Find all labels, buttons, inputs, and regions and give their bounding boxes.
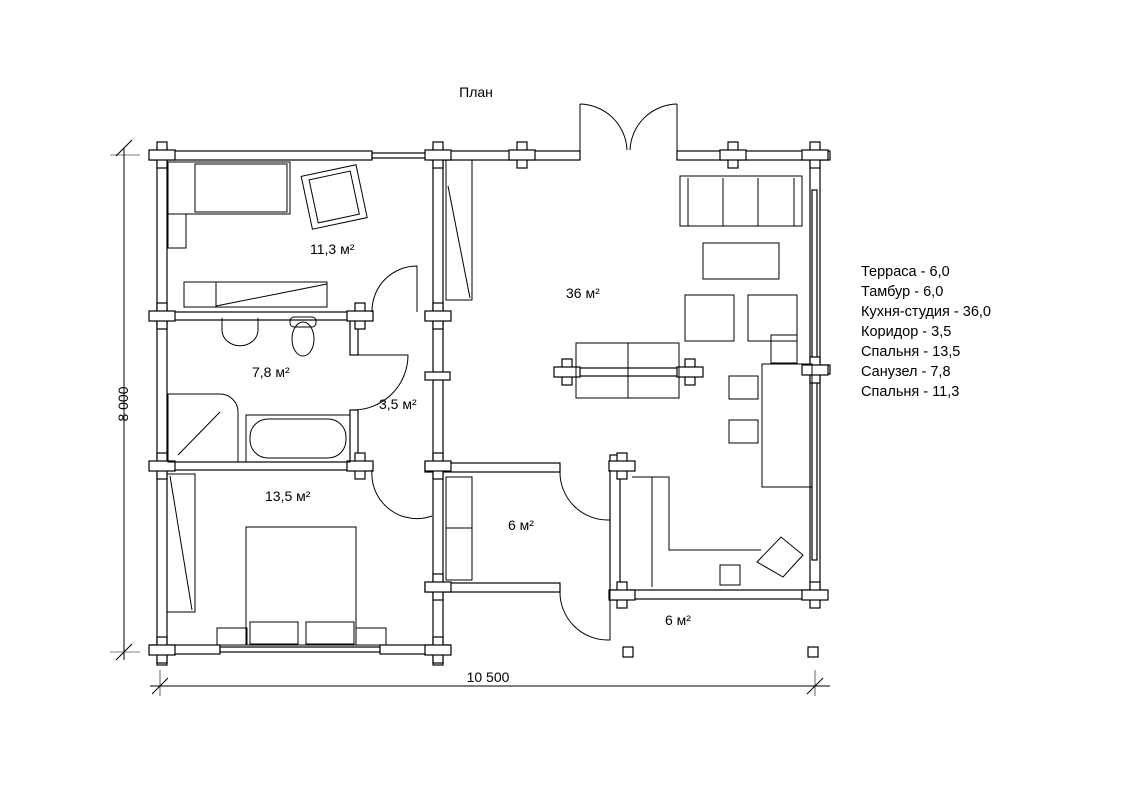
bathtub [245, 414, 351, 463]
log-joint [508, 149, 536, 161]
entrance-door[interactable] [559, 589, 611, 641]
log-joint [801, 589, 829, 601]
log-joint [801, 364, 829, 376]
room-area-vestibule: 6 м² [508, 517, 534, 533]
sofa [679, 175, 803, 227]
wall [156, 147, 168, 666]
wardrobe [183, 281, 328, 308]
room-legend: Терраса - 6,0 Тамбур - 6,0 Кухня-студия … [861, 262, 991, 402]
coffee-table [702, 242, 780, 280]
log-joint [148, 149, 176, 161]
wall [609, 589, 826, 600]
log-joint [424, 149, 452, 161]
log-joint [346, 310, 374, 322]
legend-item: Коридор - 3,5 [861, 324, 952, 340]
doors [351, 103, 678, 641]
terrace-double-door[interactable] [579, 103, 678, 159]
room-area-bathroom: 7,8 м² [252, 364, 290, 380]
terrace-post [807, 646, 819, 658]
vestibule-door[interactable] [559, 469, 611, 521]
plan-title: План [459, 84, 493, 100]
shower [167, 393, 239, 463]
nightstand [167, 213, 187, 249]
armchair [684, 294, 735, 342]
fireplace [756, 536, 804, 578]
wall [149, 311, 371, 321]
room-area-bedroom-small: 11,3 м² [310, 241, 355, 257]
log-joint [719, 149, 747, 161]
bedroom-door[interactable] [371, 265, 418, 313]
toilet [291, 321, 315, 357]
log-joint [148, 460, 176, 472]
log-joint [424, 644, 452, 656]
walls [148, 141, 831, 666]
log-joint [148, 310, 176, 322]
wall [429, 150, 581, 161]
sink [221, 318, 259, 347]
log-joint [608, 589, 636, 601]
bed-blanket [194, 163, 288, 213]
log-joint [801, 149, 829, 161]
armchair [300, 164, 368, 230]
log-joint [148, 644, 176, 656]
kitchen-counter [632, 476, 761, 587]
furniture [166, 159, 813, 646]
bathroom-door[interactable] [351, 354, 409, 411]
bedroom-large-door[interactable] [371, 469, 433, 520]
double-bed [245, 526, 357, 646]
log-joint [424, 310, 452, 322]
legend-item: Кухня-студия - 36,0 [861, 304, 991, 320]
log-joint [424, 460, 452, 472]
legend-item: Санузел - 7,8 [861, 364, 951, 380]
wall [371, 152, 431, 159]
stove [719, 564, 741, 586]
room-area-corridor: 3,5 м² [379, 396, 417, 412]
room-area-terrace: 6 м² [665, 612, 691, 628]
armchair [747, 294, 798, 342]
dining-table [761, 363, 813, 488]
wardrobe [166, 473, 196, 613]
wardrobe [445, 159, 473, 301]
log-joint [346, 460, 374, 472]
wall [149, 150, 373, 161]
wall [219, 646, 381, 653]
terrace-post [622, 646, 634, 658]
bed [167, 161, 291, 215]
log-joint [424, 581, 452, 593]
legend-item: Терраса - 6,0 [861, 264, 950, 280]
wall [149, 461, 371, 471]
legend-item: Спальня - 11,3 [861, 384, 960, 400]
dimension-height: 8 000 [115, 386, 131, 421]
room-area-kitchen-studio: 36 м² [566, 285, 600, 301]
room-area-bedroom-large: 13,5 м² [265, 488, 311, 504]
dimension-lines: 8 000 10 500 [110, 139, 830, 696]
log-joint [553, 366, 581, 378]
legend-item: Тамбур - 6,0 [861, 284, 944, 300]
legend-item: Спальня - 13,5 [861, 344, 961, 360]
log-joint [676, 366, 704, 378]
dimension-width: 10 500 [467, 669, 510, 685]
wall [424, 371, 451, 381]
log-joint [608, 460, 636, 472]
